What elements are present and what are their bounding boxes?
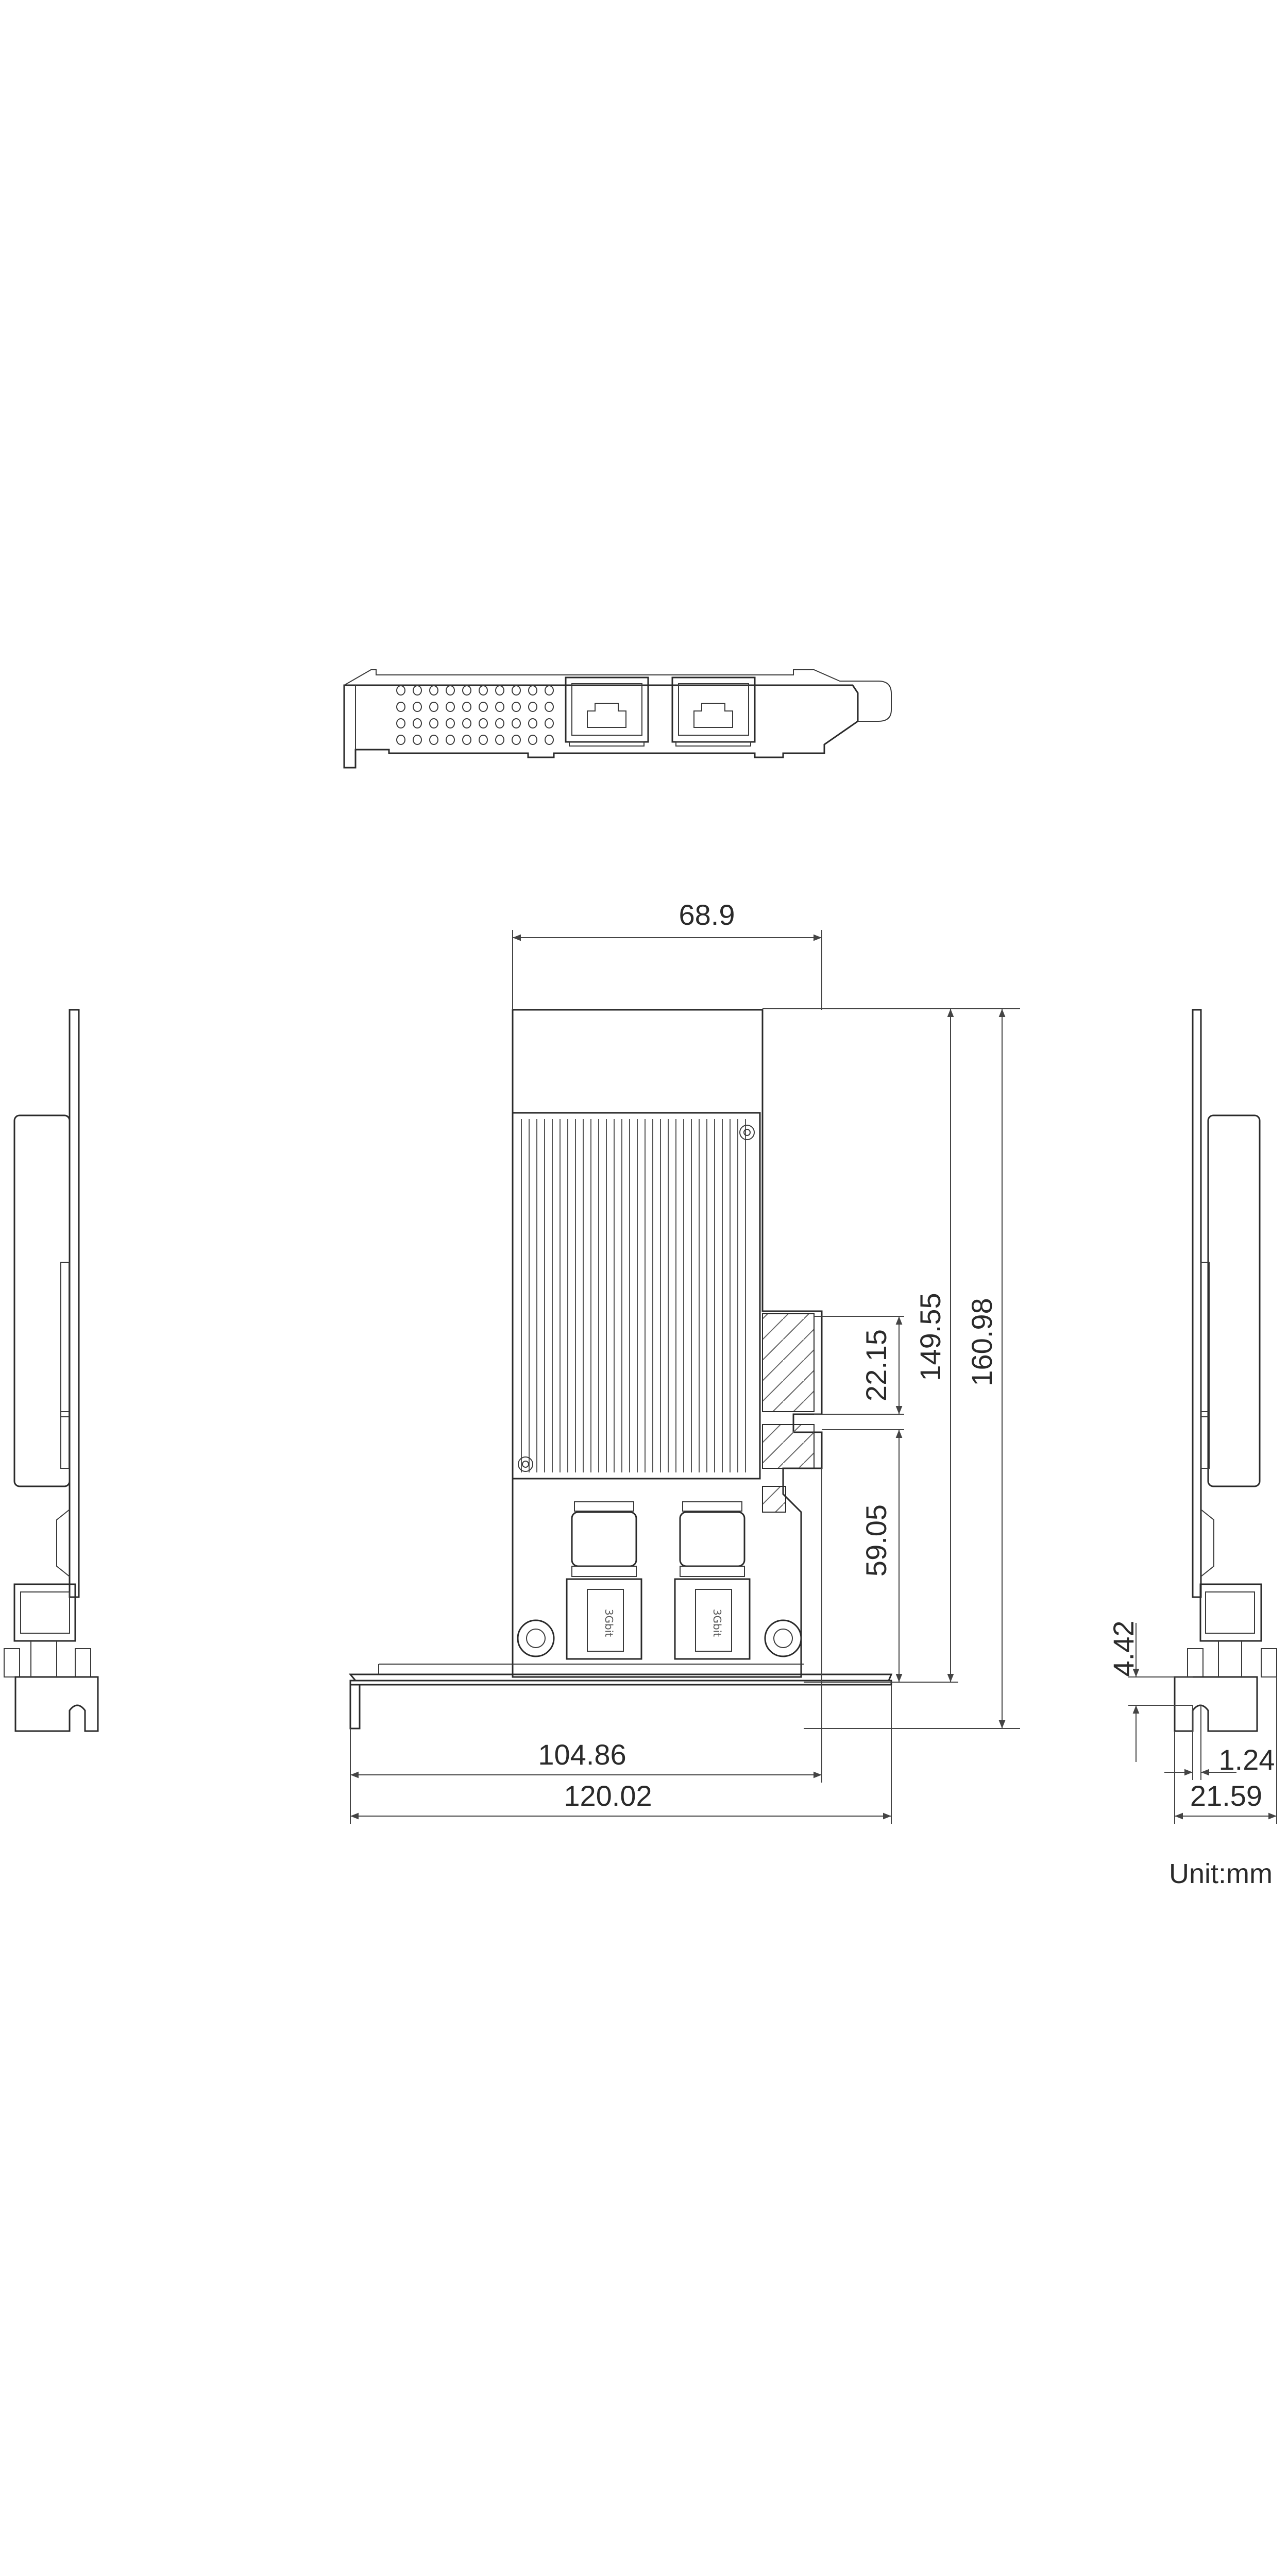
vent-hole — [479, 702, 488, 712]
vent-hole — [479, 718, 488, 728]
top-view-bracket — [343, 669, 892, 769]
vent-hole — [512, 735, 521, 745]
vent-hole — [495, 735, 504, 745]
vent-hole — [413, 735, 422, 745]
vent-hole — [413, 702, 422, 712]
vent-hole — [495, 702, 504, 712]
vent-hole — [429, 718, 438, 728]
screw-right — [764, 1619, 802, 1657]
vent-hole — [495, 718, 504, 728]
vent-hole — [429, 702, 438, 712]
vent-hole — [545, 735, 554, 745]
vent-hole — [429, 685, 438, 696]
vent-hole — [462, 685, 471, 696]
vent-hole — [396, 685, 405, 696]
vent-hole — [446, 718, 455, 728]
vent-hole — [396, 735, 405, 745]
vent-hole — [528, 718, 537, 728]
dim-connector-gap: 22.15 — [860, 1329, 892, 1401]
dimensions: 68.9 22.15 59.05 149.55 160.98 104.86 12… — [350, 899, 1277, 1889]
port-connector-1: 3Gbit — [566, 1501, 642, 1660]
vent-hole — [462, 702, 471, 712]
vent-hole — [512, 718, 521, 728]
vent-hole — [413, 685, 422, 696]
dim-bracket-to-gap: 59.05 — [860, 1504, 892, 1577]
left-side-view — [4, 1009, 99, 1732]
heatsink — [512, 1112, 761, 1480]
vent-hole — [462, 718, 471, 728]
vent-hole — [545, 702, 554, 712]
front-view: 3Gbit 3Gbit — [348, 1009, 893, 1730]
pcb-outline — [512, 1009, 823, 1678]
vent-hole — [545, 718, 554, 728]
vent-hole — [495, 685, 504, 696]
rj45-port-1 — [565, 676, 649, 747]
vent-hole — [396, 718, 405, 728]
port-connector-2: 3Gbit — [674, 1501, 751, 1660]
dim-bracket-length: 120.02 — [564, 1780, 652, 1812]
dim-card-height-b: 160.98 — [965, 1298, 998, 1386]
vent-hole — [462, 735, 471, 745]
port-marking-1: 3Gbit — [603, 1609, 615, 1637]
edge-connector — [762, 1313, 815, 1513]
dim-side-offset: 4.42 — [1107, 1621, 1140, 1677]
port-marking-2: 3Gbit — [711, 1609, 723, 1637]
vent-hole — [528, 735, 537, 745]
dim-heatsink-width: 68.9 — [679, 899, 735, 931]
vent-hole — [512, 702, 521, 712]
vent-holes — [396, 685, 554, 745]
vent-hole — [413, 718, 422, 728]
unit-label: Unit:mm — [1169, 1858, 1273, 1889]
right-side-view — [1174, 1009, 1277, 1732]
dim-pcb-length: 104.86 — [538, 1738, 626, 1771]
vent-hole — [512, 685, 521, 696]
vent-hole — [446, 685, 455, 696]
vent-hole — [446, 735, 455, 745]
vent-hole — [446, 702, 455, 712]
vent-hole — [528, 685, 537, 696]
vent-hole — [545, 685, 554, 696]
vent-hole — [479, 735, 488, 745]
vent-hole — [528, 702, 537, 712]
vent-hole — [479, 685, 488, 696]
bracket-strip — [348, 1664, 893, 1730]
rj45-port-2 — [671, 676, 756, 747]
dim-side-width: 21.59 — [1190, 1780, 1262, 1812]
screw-left — [517, 1619, 555, 1657]
dim-card-height-a: 149.55 — [914, 1293, 946, 1381]
dim-side-thickness: 1.24 — [1219, 1743, 1275, 1776]
vent-hole — [429, 735, 438, 745]
vent-hole — [396, 702, 405, 712]
